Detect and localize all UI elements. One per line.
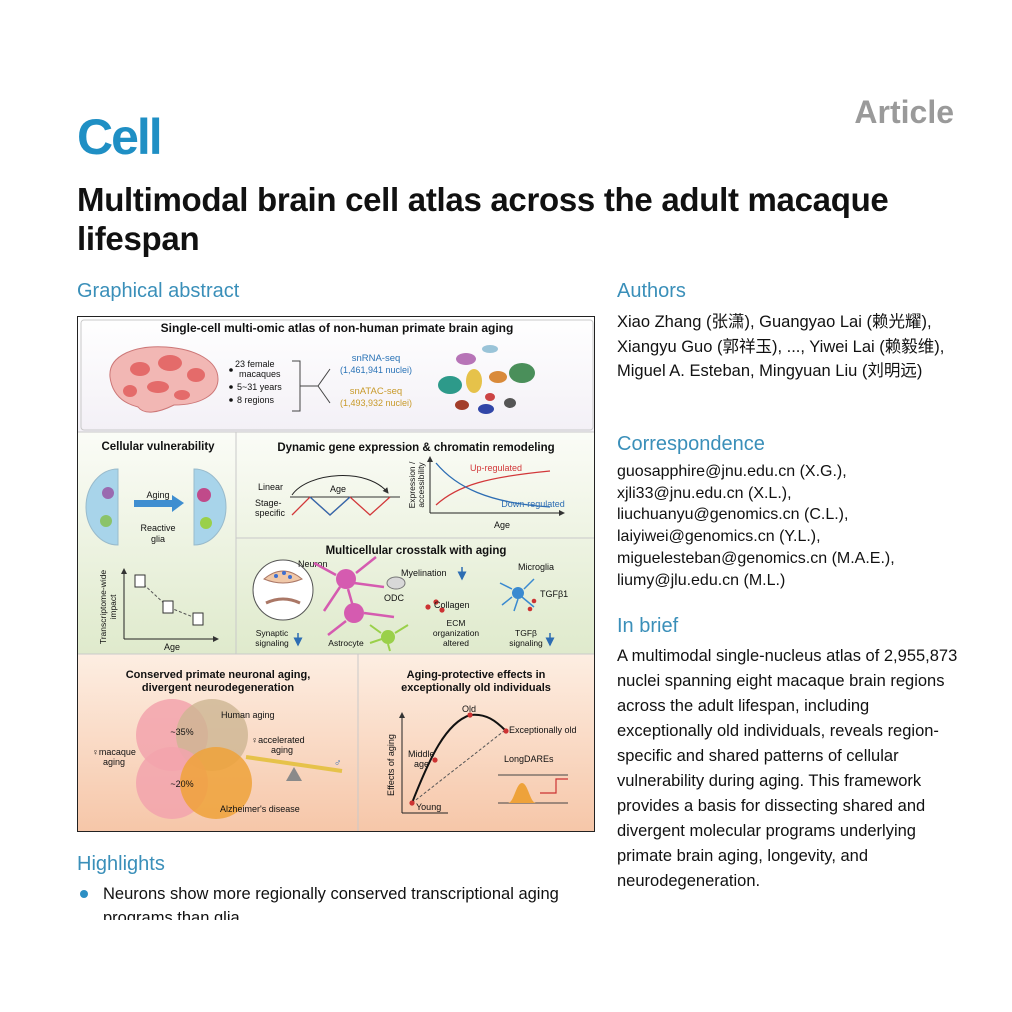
- conserved-title-a: Conserved primate neuronal aging,: [126, 669, 311, 681]
- aging-arrow-icon: [134, 500, 172, 507]
- reactive-glia-label-b: glia: [151, 534, 165, 544]
- snatac-count: (1,493,932 nuclei): [340, 398, 412, 408]
- tgfb-label-a: TGFβ: [515, 628, 537, 638]
- myelination-label: Myelination: [401, 568, 447, 578]
- ecm-label-c: altered: [443, 638, 469, 648]
- synapse-inset-icon: [252, 559, 314, 621]
- highlight-text: Neurons show more regionally conserved t…: [103, 885, 559, 920]
- expression-axis-label-a: Expression /: [407, 461, 417, 508]
- correspondence-email[interactable]: laiyiwei@genomics.cn (Y.L.),: [617, 528, 821, 546]
- microglia-label: Microglia: [518, 562, 554, 572]
- ecm-label-b: organization: [433, 628, 480, 638]
- up-regulated-label: Up-regulated: [470, 463, 522, 473]
- snatac-label: snATAC-seq: [350, 386, 402, 397]
- odc-label: ODC: [384, 593, 405, 603]
- vulnerability-title: Cellular vulnerability: [101, 441, 215, 453]
- expression-axis-label-b: accessibility: [416, 462, 426, 508]
- age-axis-label: Age: [164, 642, 180, 652]
- dynamic-x-axis-label: Age: [494, 520, 510, 530]
- bullet-icon: [80, 890, 88, 898]
- accelerated-aging-label-b: aging: [271, 745, 293, 755]
- snrna-count: (1,461,941 nuclei): [340, 365, 412, 375]
- male-symbol: ♂: [334, 758, 342, 769]
- conserved-title-b: divergent neurodegeneration: [142, 682, 294, 694]
- bullet-regions: 8 regions: [237, 395, 275, 405]
- protective-title-a: Aging-protective effects in: [407, 669, 546, 681]
- longdares-label: LongDAREs: [504, 754, 554, 764]
- accelerated-aging-label-a: ♀accelerated: [251, 735, 304, 745]
- brain-icon: [109, 346, 219, 413]
- dynamic-title: Dynamic gene expression & chromatin remo…: [277, 442, 554, 454]
- synaptic-label-a: Synaptic: [256, 628, 289, 638]
- macaque-aging-label-a: ♀macaque: [92, 747, 136, 757]
- tgfb-label-b: signaling: [509, 638, 543, 648]
- alzheimer-venn-circle: [180, 747, 252, 819]
- correspondence-email[interactable]: guosapphire@jnu.edu.cn (X.G.),: [617, 463, 847, 480]
- umap-cluster-icon: [438, 345, 535, 414]
- correspondence-heading: Correspondence: [617, 433, 765, 455]
- longdares-track-icon: [498, 774, 568, 804]
- bullet-years: 5~31 years: [237, 382, 282, 392]
- odc-icon: [386, 576, 406, 590]
- highlights-heading: Highlights: [77, 853, 165, 875]
- correspondence-email[interactable]: miguelesteban@genomics.cn (M.A.E.),: [617, 549, 895, 567]
- correspondence-email[interactable]: liumy@jlu.edu.cn (M.L.): [617, 571, 786, 589]
- bullet-macaques-b: macaques: [239, 369, 281, 379]
- authors-list: Xiao Zhang (张潇), Guangyao Lai (赖光耀), Xia…: [617, 313, 945, 380]
- balance-scale-icon: [245, 755, 343, 781]
- dynamic-age-label: Age: [330, 484, 346, 494]
- article-type-label: Article: [854, 94, 954, 130]
- middle-age-label-a: Middle: [408, 749, 435, 759]
- bullet-macaques-a: 23 female: [235, 359, 275, 369]
- synaptic-label-b: signaling: [255, 638, 289, 648]
- graphical-abstract-figure: Single-cell multi-omic atlas of non-huma…: [77, 316, 595, 832]
- microglia-icon: [499, 578, 535, 612]
- collagen-label: Collagen: [434, 600, 470, 610]
- neuron-cell-icon: [313, 556, 395, 636]
- human-aging-label: Human aging: [221, 710, 275, 720]
- astrocyte-label: Astrocyte: [328, 638, 364, 648]
- tgfb1-label: TGFβ1: [540, 589, 568, 599]
- old-label: Old: [462, 704, 476, 714]
- neuron-label: Neuron: [298, 559, 328, 569]
- correspondence-list: guosapphire@jnu.edu.cn (X.G.), xjli33@jn…: [617, 461, 977, 591]
- down-regulated-curve: [435, 462, 551, 508]
- correspondence-email[interactable]: liuchuanyu@genomics.cn (C.L.),: [617, 506, 849, 524]
- authors-heading: Authors: [617, 280, 686, 302]
- stage-specific-label-a: Stage-: [255, 498, 282, 508]
- graphical-abstract-heading: Graphical abstract: [77, 280, 240, 302]
- atlas-title: Single-cell multi-omic atlas of non-huma…: [161, 321, 514, 335]
- article-title: Multimodal brain cell atlas across the a…: [77, 181, 889, 257]
- correspondence-email[interactable]: xjli33@jnu.edu.cn (X.L.),: [617, 484, 792, 502]
- overlap-20-label: ~20%: [170, 779, 193, 789]
- panel-mid-bg: [78, 432, 594, 654]
- effects-axis-label: Effects of aging: [386, 734, 396, 796]
- exceptionally-old-label: Exceptionally old: [509, 725, 577, 735]
- crosstalk-title: Multicellular crosstalk with aging: [326, 545, 507, 557]
- down-regulated-label: Down-regulated: [501, 499, 565, 509]
- impact-axis-label-a: Transcriptome-wide: [98, 570, 108, 645]
- alzheimers-label: Alzheimer's disease: [220, 804, 300, 814]
- ecm-label-a: ECM: [447, 618, 466, 628]
- snrna-label: snRNA-seq: [352, 353, 401, 364]
- astrocyte-icon: [369, 624, 409, 652]
- in-brief-text: A multimodal single-nucleus atlas of 2,9…: [617, 647, 958, 890]
- reactive-glia-label-a: Reactive: [140, 523, 175, 533]
- highlight-item: Neurons show more regionally conserved t…: [77, 882, 597, 920]
- journal-logo: Cell: [77, 109, 163, 165]
- aging-label: Aging: [146, 490, 169, 500]
- overlap-35-label: ~35%: [170, 727, 193, 737]
- in-brief-heading: In brief: [617, 615, 679, 637]
- impact-axis-label-b: impact: [108, 594, 118, 620]
- middle-age-label-b: age: [414, 759, 429, 769]
- protective-title-b: exceptionally old individuals: [401, 682, 551, 694]
- macaque-aging-label-b: aging: [103, 757, 125, 767]
- stage-specific-label-b: specific: [255, 508, 286, 518]
- linear-label: Linear: [258, 482, 283, 492]
- young-label: Young: [416, 802, 441, 812]
- up-regulated-curve: [435, 470, 551, 506]
- aging-trajectory-curve: [411, 713, 507, 804]
